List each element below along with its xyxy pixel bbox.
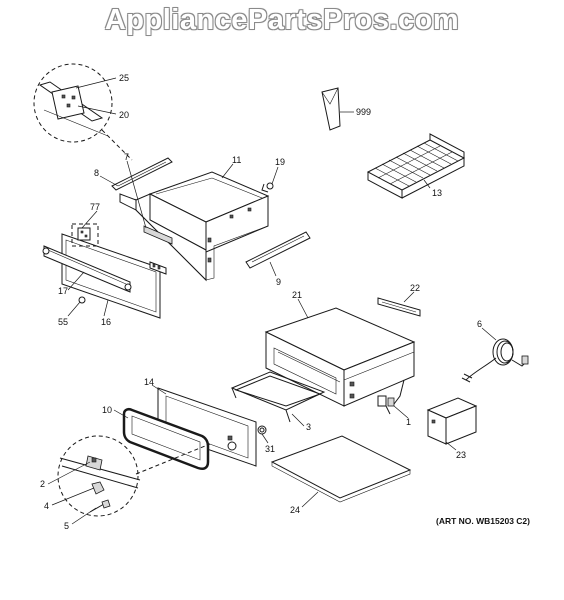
part-24-bottom-pan (270, 435, 412, 503)
callout-2: 2 (40, 479, 45, 489)
part-19-clip (261, 182, 274, 193)
callout-9: 9 (276, 277, 281, 287)
callout-1: 1 (406, 417, 411, 427)
part-31-grommet (257, 425, 267, 435)
callout-20: 20 (119, 110, 129, 120)
part-21-housing (264, 307, 416, 407)
callout-25: 25 (119, 73, 129, 83)
part-7-bracket (143, 225, 173, 245)
callout-22: 22 (410, 283, 420, 293)
art-number: (ART NO. WB15203 C2) (436, 516, 530, 526)
callout-labels: 25 20 999 7 11 19 8 13 77 9 17 55 16 21 … (40, 73, 530, 531)
watermark-logo: AppliancePartsPros.com (104, 4, 460, 36)
callout-19: 19 (275, 157, 285, 167)
part-23-control-box (426, 397, 478, 445)
part-22-vent-strip (377, 297, 421, 317)
callout-21: 21 (292, 290, 302, 300)
part-17-handle (42, 245, 132, 293)
detail-circle-top (33, 63, 133, 161)
part-9-slide-rail (245, 231, 311, 269)
callout-6: 6 (477, 319, 482, 329)
part-13-wire-rack (366, 133, 466, 199)
part-1-switch (377, 379, 405, 415)
callout-17: 17 (58, 286, 68, 296)
callout-13: 13 (432, 188, 442, 198)
callout-8: 8 (94, 168, 99, 178)
callout-10: 10 (102, 405, 112, 415)
callout-4: 4 (44, 501, 49, 511)
callout-3: 3 (306, 422, 311, 432)
callout-24: 24 (290, 505, 300, 515)
part-14-door-frame (157, 387, 257, 467)
callout-11: 11 (232, 155, 241, 165)
callout-77: 77 (90, 202, 100, 212)
detail-circle-bottom (57, 435, 211, 517)
callout-23: 23 (456, 450, 466, 460)
part-3-rack (230, 371, 326, 423)
part-55-bumper (78, 296, 86, 304)
callout-5: 5 (64, 521, 69, 531)
leader-lines (47, 77, 497, 525)
part-10-gasket (122, 407, 210, 470)
part-8-slide-rail (111, 157, 173, 191)
callout-55: 55 (58, 317, 68, 327)
callout-999: 999 (356, 107, 371, 117)
part-77-detail (71, 223, 99, 247)
callout-7: 7 (124, 152, 129, 162)
part-999-literature (321, 87, 341, 131)
callout-16: 16 (101, 317, 111, 327)
part-6-power-cord (461, 338, 529, 383)
callout-14: 14 (144, 377, 154, 387)
callout-31: 31 (265, 444, 275, 454)
